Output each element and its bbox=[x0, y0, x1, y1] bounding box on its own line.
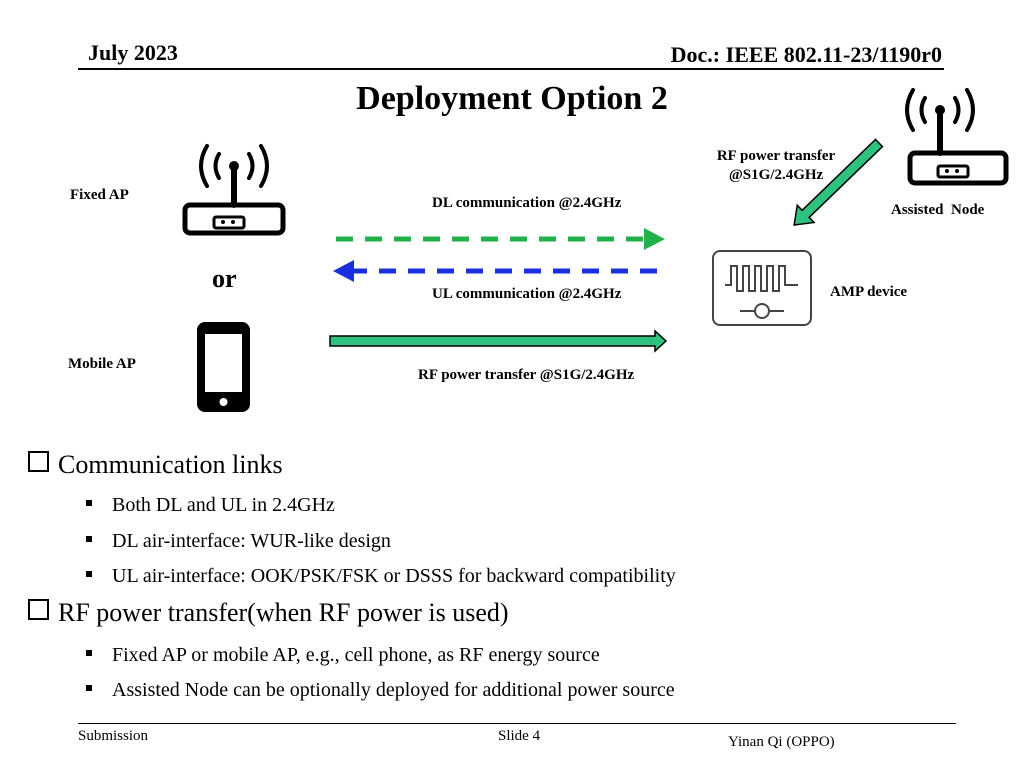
header-doc-id: Doc.: IEEE 802.11-23/1190r0 bbox=[670, 42, 942, 67]
ul-label: UL communication @2.4GHz bbox=[432, 286, 622, 302]
fixed-ap-label: Fixed AP bbox=[70, 187, 129, 203]
slide-title: Deployment Option 2 bbox=[356, 80, 668, 117]
dl-label: DL communication @2.4GHz bbox=[432, 195, 622, 211]
sub-bullet-text: DL air-interface: WUR-like design bbox=[112, 530, 391, 552]
sub-bullet: Fixed AP or mobile AP, e.g., cell phone,… bbox=[86, 644, 600, 667]
square-bullet-icon bbox=[86, 650, 92, 656]
sub-bullet-text: Assisted Node can be optionally deployed… bbox=[112, 679, 675, 701]
bullet-communication-links: Communication links bbox=[28, 450, 283, 480]
or-label: or bbox=[212, 264, 237, 293]
sub-bullet-text: Fixed AP or mobile AP, e.g., cell phone,… bbox=[112, 644, 600, 666]
sub-bullet: UL air-interface: OOK/PSK/FSK or DSSS fo… bbox=[86, 565, 676, 588]
router-icon bbox=[182, 144, 286, 236]
assisted-node-router-icon bbox=[905, 88, 1009, 186]
sub-bullet-text: Both DL and UL in 2.4GHz bbox=[112, 494, 335, 516]
square-bullet-icon bbox=[86, 685, 92, 691]
checkbox-bullet-icon bbox=[28, 599, 49, 620]
amp-device-icon bbox=[712, 250, 812, 326]
square-bullet-icon bbox=[86, 571, 92, 577]
sub-bullet-text: UL air-interface: OOK/PSK/FSK or DSSS fo… bbox=[112, 565, 676, 587]
bullet-text: Communication links bbox=[58, 450, 283, 479]
bullet-rf-power-transfer: RF power transfer(when RF power is used) bbox=[28, 598, 509, 628]
footer-submission: Submission bbox=[78, 728, 149, 744]
mobile-ap-label: Mobile AP bbox=[68, 356, 136, 372]
assisted-rf-label-line1: RF power transfer bbox=[716, 148, 836, 164]
square-bullet-icon bbox=[86, 536, 92, 542]
deployment-diagram bbox=[182, 88, 1009, 412]
checkbox-bullet-icon bbox=[28, 451, 49, 472]
rf-power-arrow bbox=[329, 329, 668, 353]
rf-power-label: RF power transfer @S1G/2.4GHz bbox=[418, 367, 635, 383]
footer-divider bbox=[78, 723, 956, 724]
header-divider bbox=[78, 68, 944, 70]
square-bullet-icon bbox=[86, 500, 92, 506]
assisted-rf-arrow bbox=[793, 138, 884, 226]
sub-bullet: DL air-interface: WUR-like design bbox=[86, 530, 391, 553]
sub-bullet: Assisted Node can be optionally deployed… bbox=[86, 679, 675, 702]
footer-slide-number: Slide 4 bbox=[498, 728, 541, 744]
amp-device-label: AMP device bbox=[830, 284, 908, 300]
mobile-phone-icon bbox=[197, 322, 250, 412]
bullet-text: RF power transfer(when RF power is used) bbox=[58, 598, 509, 627]
assisted-node-label: Assisted Node bbox=[891, 202, 985, 218]
header-date: July 2023 bbox=[88, 40, 178, 65]
sub-bullet: Both DL and UL in 2.4GHz bbox=[86, 494, 335, 517]
dl-arrow bbox=[336, 228, 665, 250]
assisted-rf-label-line2: @S1G/2.4GHz bbox=[728, 167, 824, 183]
ul-arrow bbox=[333, 260, 660, 282]
footer-author: Yinan Qi (OPPO) bbox=[728, 734, 835, 750]
assisted-rf-label: RF power transfer @S1G/2.4GHz bbox=[696, 147, 856, 185]
